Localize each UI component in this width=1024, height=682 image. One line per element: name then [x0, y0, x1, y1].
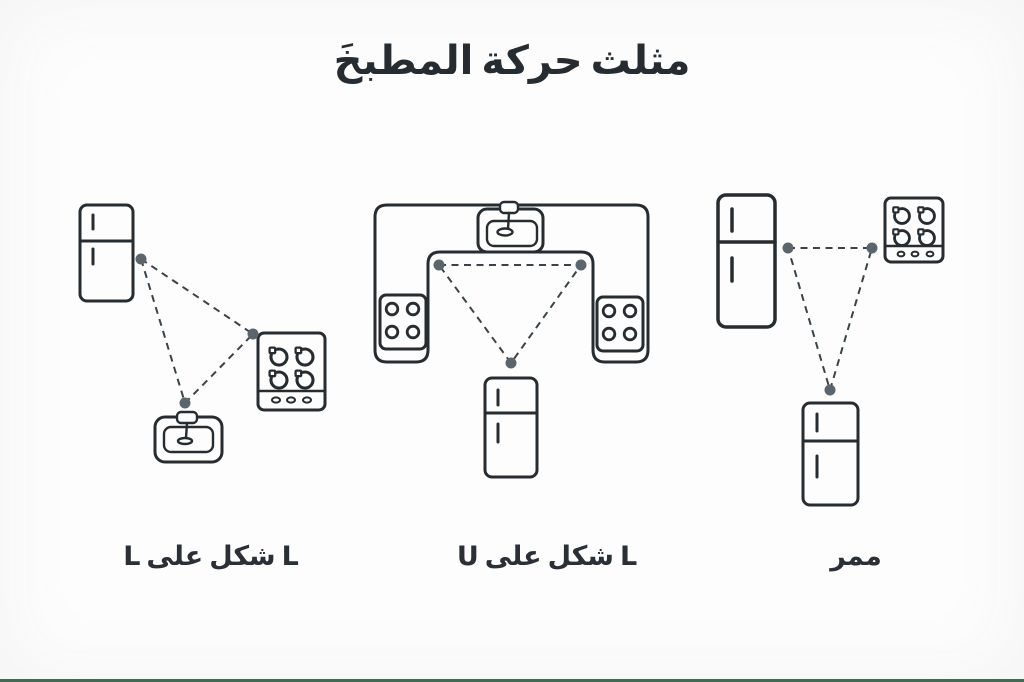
label-word: على	[146, 541, 204, 572]
stove-icon	[883, 196, 945, 264]
triangle-dot	[179, 397, 191, 409]
triangle-dot	[866, 242, 878, 254]
u-counter-outline	[373, 203, 650, 364]
stove-icon	[378, 293, 428, 351]
sink-icon	[476, 200, 545, 254]
label-word: شكل	[209, 541, 276, 572]
work-triangle-dashed-lines	[786, 247, 874, 394]
title-word: المطبخَ	[333, 38, 474, 84]
fridge-icon	[716, 193, 777, 329]
title-word: مثلث	[590, 38, 691, 84]
label-word: U	[456, 541, 479, 572]
bottom-accent-bar	[0, 679, 1024, 682]
label-word: L	[281, 541, 299, 572]
title-word: حركة	[481, 38, 583, 84]
triangle-dot	[247, 328, 259, 340]
stove-icon	[256, 331, 327, 412]
work-triangle-dashed-lines	[139, 256, 255, 405]
triangle-dot	[782, 242, 794, 254]
sink-icon	[153, 410, 224, 464]
fridge-icon	[801, 401, 860, 507]
stove-icon	[595, 295, 645, 353]
triangle-dot	[575, 259, 587, 271]
diagram-u-shape	[373, 200, 650, 479]
label-word: ممر	[830, 541, 882, 572]
diagram-galley	[716, 193, 945, 507]
diagram-l-shape	[78, 203, 327, 464]
triangle-dot	[505, 357, 517, 369]
label-word: L	[123, 541, 141, 572]
triangle-dot	[135, 253, 147, 265]
fridge-icon	[78, 203, 135, 303]
label-galley: ممر	[827, 541, 885, 572]
fridge-icon	[483, 376, 539, 479]
label-word: شكل	[547, 541, 614, 572]
triangle-dot	[824, 384, 836, 396]
work-triangle-dashed-lines	[437, 264, 583, 365]
label-word: على	[484, 541, 542, 572]
label-word: L	[619, 541, 638, 572]
triangle-dot	[433, 259, 445, 271]
